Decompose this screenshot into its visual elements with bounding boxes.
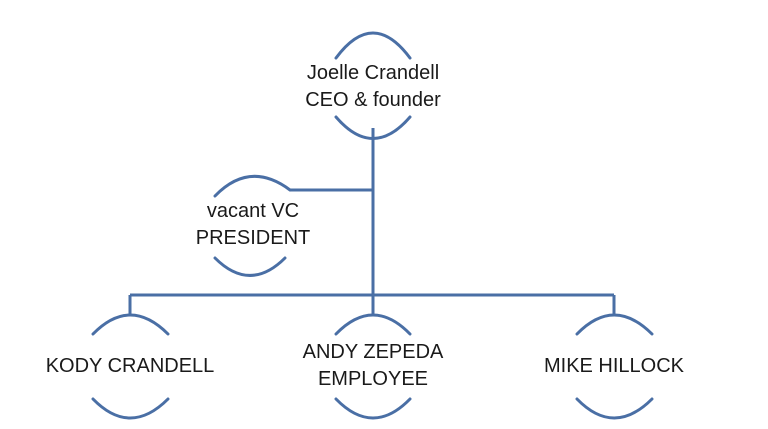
- kody-node-bottom-arc: [91, 397, 170, 420]
- node-kody-name: KODY CRANDELL: [45, 355, 215, 377]
- cropped-text-strip: [0, 420, 768, 429]
- node-vc-title: PRESIDENT: [195, 227, 311, 249]
- andy-node-top-arc: [334, 313, 412, 336]
- node-ceo-title: CEO & founder: [305, 89, 441, 111]
- mike-node-top-arc: [575, 313, 654, 336]
- node-kody: KODY CRANDELL: [46, 353, 215, 380]
- node-ceo: Joelle Crandell CEO & founder: [305, 60, 441, 114]
- vc-node-bottom-arc: [213, 256, 287, 277]
- node-andy-title: EMPLOYEE: [317, 368, 429, 390]
- node-mike: MIKE HILLOCK: [544, 353, 684, 380]
- node-ceo-name: Joelle Crandell: [306, 62, 440, 84]
- mike-node-bottom-arc: [575, 397, 654, 420]
- ceo-node-top-arc: [334, 31, 412, 60]
- node-andy: ANDY ZEPEDA EMPLOYEE: [303, 339, 444, 393]
- andy-node-bottom-arc: [334, 397, 412, 420]
- node-vc-name: vacant VC: [206, 200, 300, 222]
- node-vc: vacant VC PRESIDENT: [196, 198, 310, 252]
- node-andy-name: ANDY ZEPEDA: [302, 341, 444, 363]
- node-mike-name: MIKE HILLOCK: [543, 355, 685, 377]
- vc-node-top-arc: [213, 175, 292, 198]
- kody-node-top-arc: [91, 313, 170, 336]
